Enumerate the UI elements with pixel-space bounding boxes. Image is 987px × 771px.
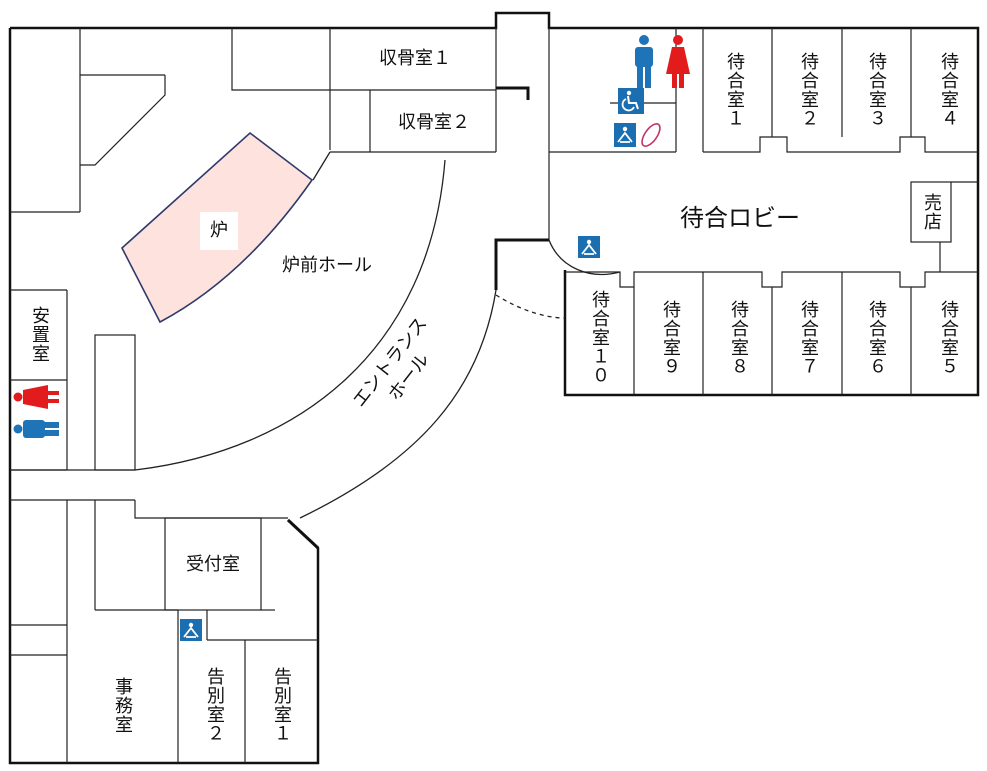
waiting-room-1: 待合室１	[724, 52, 745, 128]
wheelchair-icon	[618, 88, 644, 114]
waiting-room-2: 待合室２	[798, 52, 819, 128]
room-label-mortuary: 安置室	[29, 305, 50, 363]
baby-changing-icon	[578, 236, 600, 258]
thick-walls	[286, 86, 549, 550]
waiting-room-5: 待合室５	[938, 300, 959, 376]
interior-walls	[10, 28, 978, 763]
female-restroom-icon	[13, 385, 59, 409]
female-restroom-icon	[666, 35, 690, 88]
room-label-office: 事務室	[112, 676, 133, 734]
room-label-farewell-1: 告別室１	[271, 667, 292, 743]
waiting-room-9: 待合室９	[660, 300, 681, 376]
room-label-shop: 売店	[921, 193, 942, 231]
baby-changing-icon	[614, 123, 636, 147]
waiting-room-6: 待合室６	[866, 300, 887, 376]
male-restroom-icon	[13, 420, 59, 438]
waiting-room-10: 待合室１０	[589, 289, 610, 385]
room-label-waiting-lobby: 待合ロビー	[680, 204, 800, 232]
room-label-ash-2: 収骨室２	[398, 112, 470, 133]
ostomate-icon	[641, 123, 661, 147]
curves	[134, 151, 621, 519]
furnace-label-bg	[200, 212, 238, 250]
room-label-furnace-hall: 炉前ホール	[282, 255, 372, 276]
room-label-furnace: 炉	[210, 220, 228, 241]
waiting-room-7: 待合室７	[798, 300, 819, 376]
room-label-farewell-2: 告別室２	[204, 667, 225, 743]
room-label-ash-1: 収骨室１	[379, 48, 451, 69]
baby-changing-icon	[180, 619, 202, 641]
waiting-room-3: 待合室３	[866, 52, 887, 128]
male-restroom-icon	[635, 35, 653, 88]
waiting-room-4: 待合室４	[938, 52, 959, 128]
room-label-reception: 受付室	[186, 554, 240, 575]
waiting-room-8: 待合室８	[728, 300, 749, 376]
